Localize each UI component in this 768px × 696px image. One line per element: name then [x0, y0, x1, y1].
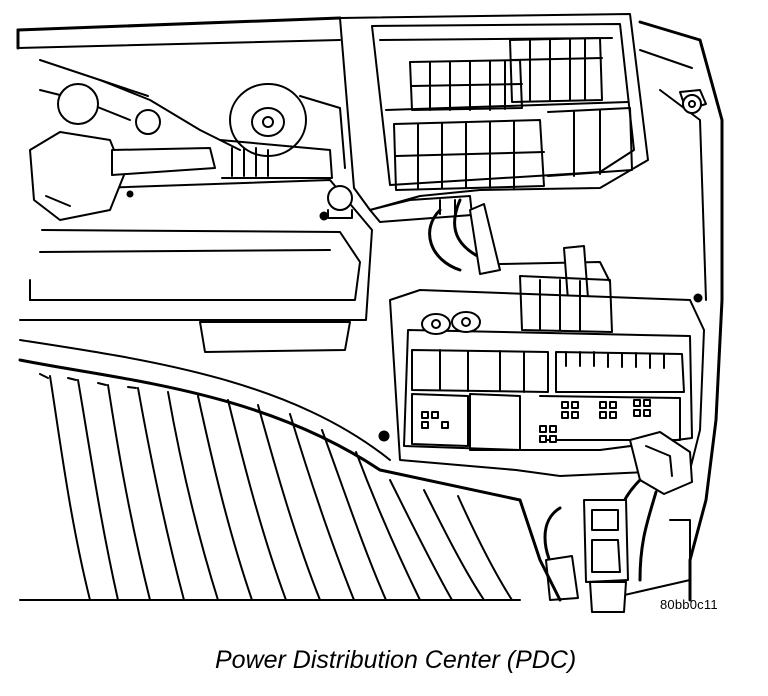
harness-cables [428, 198, 611, 301]
battery-area [19, 59, 373, 353]
figure-caption: Power Distribution Center (PDC) [215, 646, 577, 674]
engine-bay-frame [16, 16, 724, 602]
figure-reference-code: 80bb0c11 [660, 597, 718, 612]
fasteners [378, 89, 707, 442]
lower-connectors [543, 431, 693, 613]
ribbed-engine-cover [18, 339, 562, 602]
cover-cavity-grid [393, 37, 633, 191]
pdc-cover [339, 13, 649, 223]
pdc-body [389, 275, 705, 477]
mini-fuse-terminals [421, 399, 651, 443]
